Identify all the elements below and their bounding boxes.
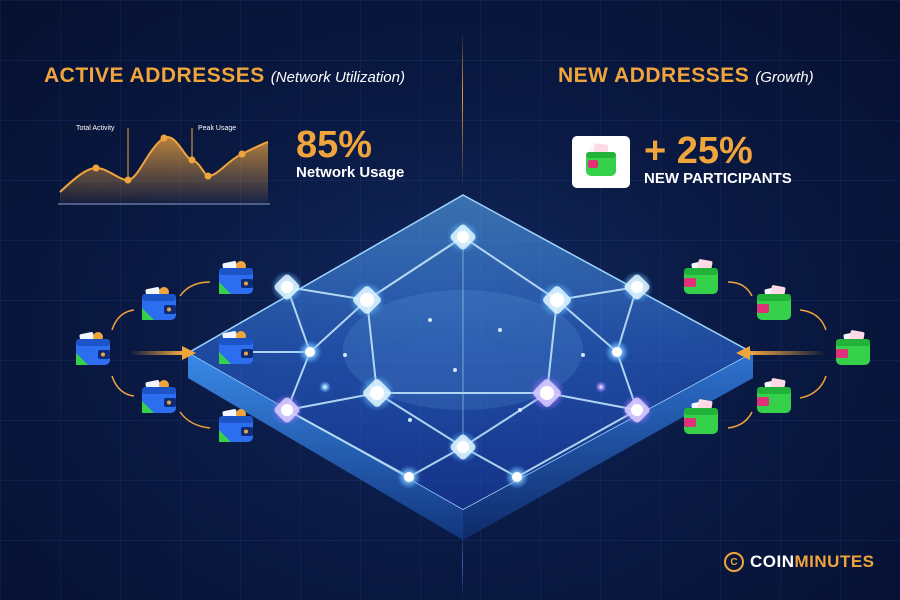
- network-usage-value: 85%: [296, 124, 373, 166]
- network-node: [447, 431, 479, 463]
- activity-area-chart: Total Activity Peak Usage: [58, 120, 270, 206]
- arrow-head-right: [182, 346, 196, 360]
- particle: [595, 381, 607, 393]
- chart-point: [188, 156, 196, 164]
- center-divider-bottom: [462, 530, 463, 600]
- active-addresses-subtitle: (Network Utilization): [270, 69, 405, 86]
- network-node: [605, 340, 629, 364]
- network-node-purple: [621, 394, 653, 426]
- activity-area: [60, 137, 268, 204]
- green-wallet-icon: [586, 143, 616, 176]
- blue-wallet-icon: [142, 286, 176, 320]
- particle: [343, 353, 347, 357]
- new-participants-label: NEW PARTICIPANTS: [644, 170, 792, 187]
- particle: [581, 353, 585, 357]
- peak-usage-label: Peak Usage: [198, 125, 237, 132]
- main-arrow-left: [130, 351, 182, 355]
- chart-point: [204, 172, 212, 180]
- particle: [408, 418, 412, 422]
- active-addresses-title: ACTIVE ADDRESSES (Network Utilization): [44, 64, 405, 88]
- flow-arrow: [799, 375, 827, 399]
- arrow-head-left: [736, 346, 750, 360]
- network-node: [505, 465, 529, 489]
- network-node-purple: [271, 394, 303, 426]
- network-node: [298, 340, 322, 364]
- new-addresses-heading: NEW ADDRESSES: [558, 64, 750, 87]
- flow-arrow: [111, 375, 135, 397]
- chart-point: [92, 164, 100, 172]
- activity-chart-svg: [58, 128, 270, 205]
- network-node: [271, 271, 303, 303]
- particle: [498, 328, 502, 332]
- network-usage-label: Network Usage: [296, 164, 405, 181]
- growth-value: + 25%: [644, 130, 753, 172]
- active-addresses-heading: ACTIVE ADDRESSES: [44, 64, 265, 87]
- network-node: [349, 282, 385, 318]
- particle: [518, 408, 522, 412]
- chart-point: [124, 176, 132, 184]
- coinminutes-logo: C COINMINUTES: [724, 552, 875, 572]
- new-wallet-card: [572, 136, 630, 188]
- flow-arrow: [727, 411, 753, 429]
- green-wallet-icon: [757, 284, 791, 320]
- blue-wallet-icon: [219, 408, 253, 442]
- left-wallet-flow: [76, 260, 253, 442]
- chart-point: [238, 150, 246, 158]
- flow-arrow: [179, 281, 211, 297]
- particle: [453, 368, 457, 372]
- network-node: [447, 221, 479, 253]
- network-node-purple: [529, 375, 565, 411]
- main-arrow-right: [750, 351, 826, 355]
- brand-name: COINMINUTES: [750, 552, 875, 572]
- flow-arrow: [799, 309, 827, 331]
- flow-arrow: [179, 411, 211, 429]
- brand-name-coin: COIN: [750, 552, 795, 571]
- network-node: [397, 465, 421, 489]
- flow-arrow: [727, 281, 753, 297]
- coin-logo-icon: C: [724, 552, 744, 572]
- particle: [319, 381, 331, 393]
- flow-arrow: [111, 309, 135, 331]
- new-addresses-title: NEW ADDRESSES (Growth): [558, 64, 814, 88]
- network-node: [539, 282, 575, 318]
- source-blue-wallet-icon: [76, 331, 110, 365]
- source-green-wallet-icon: [836, 329, 870, 365]
- green-wallet-icon: [757, 377, 791, 413]
- network-node: [621, 271, 653, 303]
- particle: [428, 318, 432, 322]
- center-divider: [462, 30, 463, 190]
- brand-name-minutes: MINUTES: [794, 552, 875, 571]
- new-addresses-subtitle: (Growth): [755, 69, 814, 86]
- green-wallet-icon: [684, 258, 718, 294]
- blue-wallet-icon: [142, 379, 176, 413]
- total-activity-label: Total Activity: [76, 125, 115, 132]
- chart-point: [160, 134, 168, 142]
- network-node: [359, 375, 395, 411]
- network-nodes: [271, 221, 653, 489]
- blue-wallet-icon: [219, 260, 253, 294]
- right-wallet-flow: [684, 258, 870, 434]
- network-platform: [186, 194, 755, 540]
